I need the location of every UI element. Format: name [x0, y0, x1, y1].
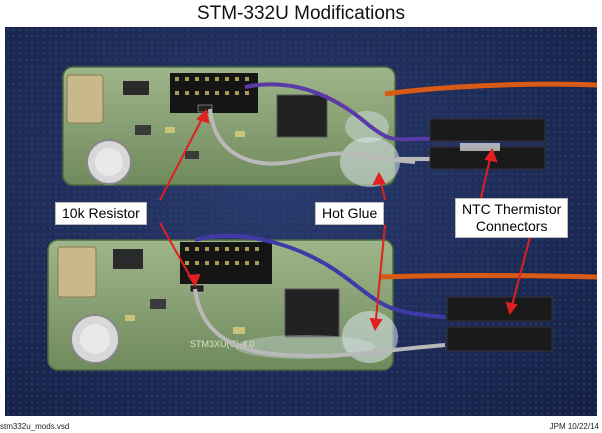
bottom-board — [47, 239, 398, 371]
hot-glue-label: Hot Glue — [315, 202, 385, 225]
top-connector-1 — [429, 118, 546, 142]
bottom-connector-1 — [446, 296, 553, 322]
resistor-label: 10k Resistor — [55, 202, 147, 225]
board-silkscreen: STM3XU(C)-4.0 — [190, 339, 255, 349]
annotation-arrows — [159, 108, 531, 332]
board-photo: STM3XU(C)-4.0 10k Resistor Hot Glue NTC … — [5, 27, 597, 416]
ntc-label-line1: NTC Thermistor — [462, 201, 562, 217]
bottom-connector-2 — [446, 326, 553, 352]
ntc-connectors-label: NTC Thermistor Connectors — [455, 198, 569, 238]
top-board — [62, 66, 400, 187]
footer-author-date: JPM 10/22/14 — [549, 422, 599, 431]
footer-filename: stm332u_mods.vsd — [0, 422, 70, 431]
ntc-label-line2: Connectors — [475, 218, 548, 234]
page-title: STM-332U Modifications — [196, 3, 406, 24]
